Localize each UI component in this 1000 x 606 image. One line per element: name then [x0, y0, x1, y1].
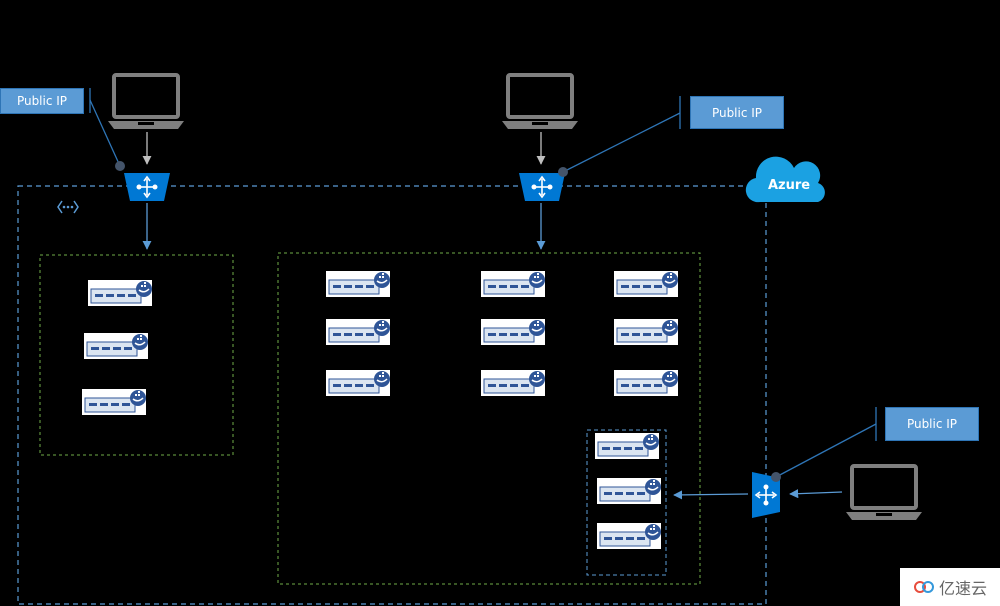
container-host-icon	[480, 369, 546, 397]
virtual-network-icon	[57, 200, 79, 214]
connector-line	[562, 112, 681, 173]
watermark-logo-icon	[913, 581, 934, 593]
flow-arrow	[789, 489, 843, 499]
container-host-icon	[480, 318, 546, 346]
container-host-icon	[596, 477, 662, 505]
container-host-icon	[613, 369, 679, 397]
container-host-icon	[87, 279, 153, 307]
connector-dot	[558, 167, 568, 177]
container-host-icon	[480, 270, 546, 298]
azure-cloud-icon: Azure	[745, 156, 825, 203]
watermark-text: 亿速云	[938, 579, 987, 598]
azure-label: Azure	[768, 178, 810, 193]
container-host-icon	[83, 332, 149, 360]
main-container-group	[277, 252, 701, 585]
load-balancer-icon	[518, 172, 566, 202]
connector-dot	[115, 161, 125, 171]
connector-dot	[771, 472, 781, 482]
watermark: 亿速云	[900, 568, 1000, 606]
container-host-icon	[594, 432, 660, 460]
flow-arrow	[673, 490, 749, 500]
left-container-group	[39, 254, 234, 456]
public-ip-label: Public IP	[690, 96, 784, 129]
container-host-icon	[613, 270, 679, 298]
virtual-network-boundary	[17, 185, 767, 605]
container-host-icon	[81, 388, 147, 416]
public-ip-label: Public IP	[885, 407, 979, 441]
laptop-icon	[106, 73, 186, 131]
container-host-icon	[325, 270, 391, 298]
container-host-icon	[325, 369, 391, 397]
connector-line	[89, 99, 121, 167]
container-host-icon	[325, 318, 391, 346]
container-host-icon	[596, 522, 662, 550]
container-host-icon	[613, 318, 679, 346]
laptop-icon	[844, 464, 924, 522]
public-ip-label: Public IP	[0, 88, 84, 114]
laptop-icon	[500, 73, 580, 131]
load-balancer-icon	[123, 172, 171, 202]
connector-line	[775, 423, 877, 478]
